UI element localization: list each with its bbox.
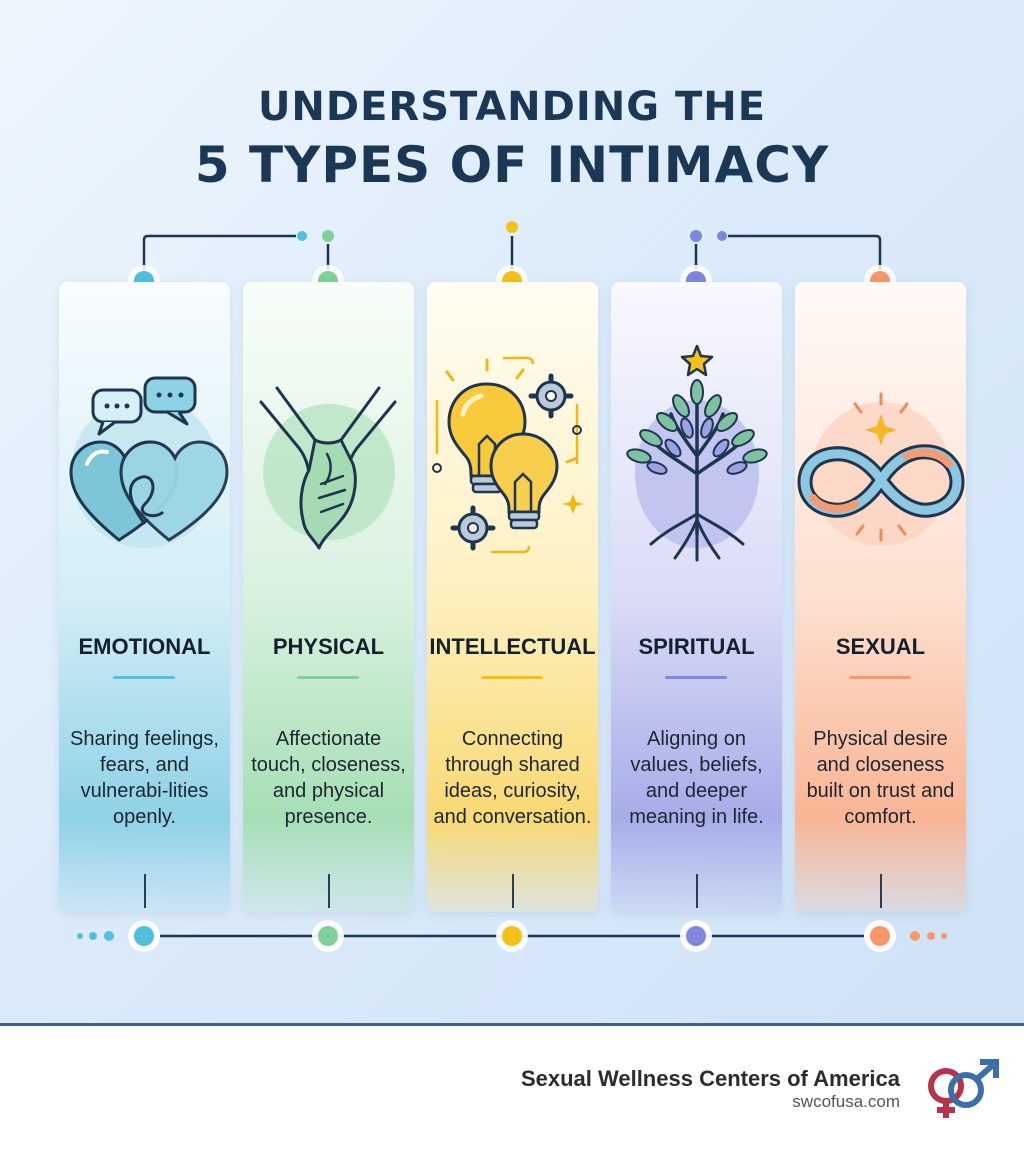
top-dot-a xyxy=(297,231,307,241)
card-label-sexual: SEXUAL xyxy=(835,634,926,659)
card-rule-emotional xyxy=(113,676,175,679)
lightbulbs-gears-icon xyxy=(432,356,584,554)
card-emotional: EMOTIONAL Sharing feelings, fears, and v… xyxy=(59,282,230,912)
card-label-spiritual: SPIRITUAL xyxy=(638,634,755,659)
card-label-physical: PHYSICAL xyxy=(272,634,385,659)
card-spiritual: SPIRITUAL Aligning on values, beliefs, a… xyxy=(611,282,782,912)
card-stem-spiritual xyxy=(696,874,698,908)
top-connector-left xyxy=(142,234,296,270)
top-dot-d xyxy=(690,230,702,242)
holding-hands-icon xyxy=(259,386,397,550)
card-desc-spiritual: Aligning on values, beliefs, and deeper … xyxy=(629,728,764,828)
card-rule-sexual xyxy=(849,676,911,679)
hearts-speech-icon xyxy=(69,376,229,548)
card-desc-emotional: Sharing feelings, fears, and vulnerabi-l… xyxy=(70,728,219,828)
bottom-node-physical xyxy=(318,926,338,946)
card-rule-physical xyxy=(297,676,359,679)
card-intellectual: INTELLECTUAL Connecting through shared i… xyxy=(427,282,598,912)
card-sexual: SEXUAL Physical desire and closeness bui… xyxy=(795,282,966,912)
card-physical: PHYSICAL Affectionate touch, closeness, … xyxy=(243,282,414,912)
top-dot-e xyxy=(717,231,727,241)
card-label-intellectual: INTELLECTUAL xyxy=(429,634,596,659)
infographic-poster: UNDERSTANDING THE 5 TYPES OF INTIMACY xyxy=(0,0,1024,1024)
gender-symbols-logo xyxy=(928,1059,999,1118)
card-desc-intellectual: Connecting through shared ideas, curiosi… xyxy=(433,728,592,828)
card-rule-spiritual xyxy=(665,676,727,679)
tree-star-icon xyxy=(626,344,768,562)
card-stem-emotional xyxy=(144,874,146,908)
card-label-emotional: EMOTIONAL xyxy=(78,634,211,659)
top-dot-b xyxy=(322,230,334,242)
card-stem-physical xyxy=(328,874,330,908)
brand-url[interactable]: swcofusa.com xyxy=(792,1092,900,1111)
card-desc-sexual: Physical desire and closeness built on t… xyxy=(806,728,955,828)
bottom-node-emotional xyxy=(134,926,154,946)
top-connector-right xyxy=(728,234,882,270)
bottom-node-spiritual xyxy=(686,926,706,946)
card-stem-sexual xyxy=(880,874,882,908)
infinity-sparkle-icon xyxy=(797,392,965,546)
card-rule-intellectual xyxy=(481,676,543,679)
bottom-node-sexual xyxy=(870,926,890,946)
card-stem-intellectual xyxy=(512,874,514,908)
brand-name: Sexual Wellness Centers of America xyxy=(520,1066,900,1091)
title-line-1: UNDERSTANDING THE xyxy=(257,84,767,130)
title-line-2: 5 TYPES OF INTIMACY xyxy=(194,136,830,194)
bottom-node-intellectual xyxy=(502,926,522,946)
footer-divider xyxy=(0,1023,1024,1026)
card-desc-physical: Affectionate touch, closeness, and physi… xyxy=(251,728,406,828)
top-dot-c xyxy=(506,221,518,233)
